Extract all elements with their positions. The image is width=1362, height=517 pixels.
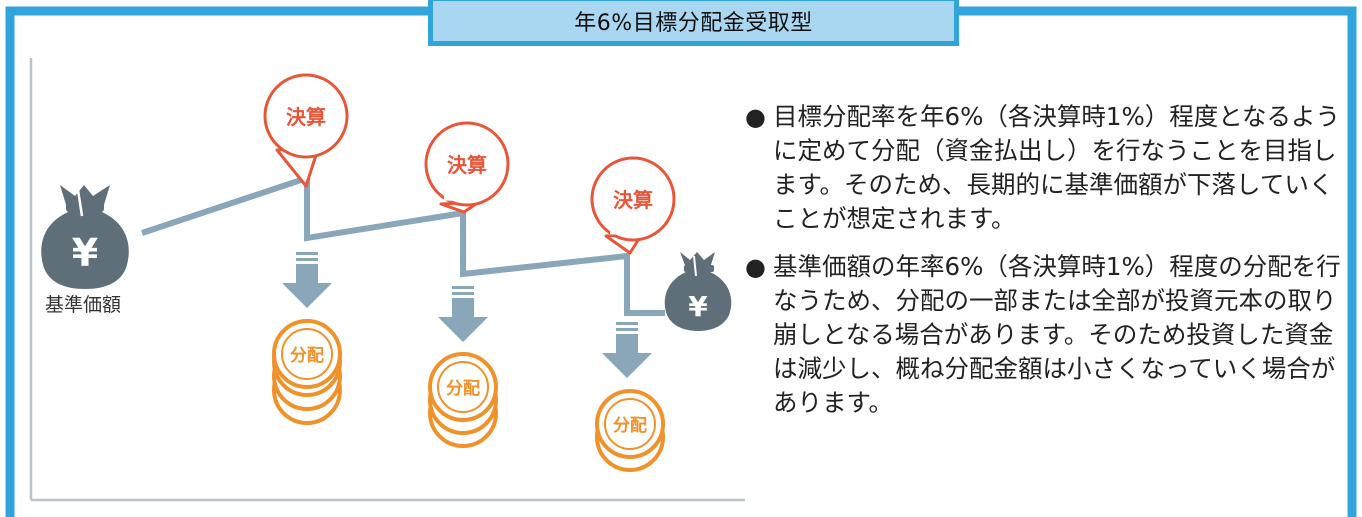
settlement-label: 決算 <box>613 188 653 212</box>
bullet-marker: ● <box>745 253 766 281</box>
down-arrow-icon-1 <box>282 252 332 308</box>
coin-stack-1: 分配 <box>272 319 342 425</box>
explanation-item: ● 目標分配率を年6%（各決算時1%）程度となるように定めて分配（資金払出し）を… <box>745 100 1345 236</box>
money-bag-small-icon: ¥ <box>664 252 732 331</box>
coin-stack-3: 分配 <box>595 389 665 472</box>
explanation-text: 基準価額の年率6%（各決算時1%）程度の分配を行なうため、分配の一部または全部が… <box>773 252 1341 417</box>
settlement-bubble-3: 決算 <box>590 156 676 255</box>
down-arrow-icon-3 <box>602 322 652 378</box>
down-arrow-icon-2 <box>438 286 488 342</box>
coin-stack-2: 分配 <box>428 352 498 448</box>
settlement-bubble-2: 決算 <box>424 121 510 214</box>
title-text: 年6%目標分配金受取型 <box>574 11 813 36</box>
distribution-label: 分配 <box>290 346 324 366</box>
explanation-text: 目標分配率を年6%（各決算時1%）程度となるように定めて分配（資金払出し）を行な… <box>773 102 1340 233</box>
diagram-title: 年6%目標分配金受取型 <box>428 0 959 46</box>
base-price-label: 基準価額 <box>45 294 122 316</box>
explanation-item: ● 基準価額の年率6%（各決算時1%）程度の分配を行なうため、分配の一部または全… <box>745 250 1345 420</box>
distribution-label: 分配 <box>613 416 647 436</box>
distribution-label: 分配 <box>446 379 480 399</box>
settlement-label: 決算 <box>447 153 487 177</box>
money-bag-large-icon: ¥ <box>41 185 129 289</box>
bag-large-yen-text: ¥ <box>72 231 98 275</box>
base-price-line <box>141 173 665 316</box>
bag-small-yen-text: ¥ <box>688 290 708 323</box>
settlement-label: 決算 <box>286 105 326 129</box>
bullet-marker: ● <box>745 103 766 131</box>
distribution-diagram: ¥ ¥ 決算 決算 決算 <box>29 58 745 502</box>
settlement-bubble-1: 決算 <box>263 73 349 188</box>
explanation-list: ● 目標分配率を年6%（各決算時1%）程度となるように定めて分配（資金払出し）を… <box>745 100 1345 434</box>
axes <box>29 58 745 502</box>
